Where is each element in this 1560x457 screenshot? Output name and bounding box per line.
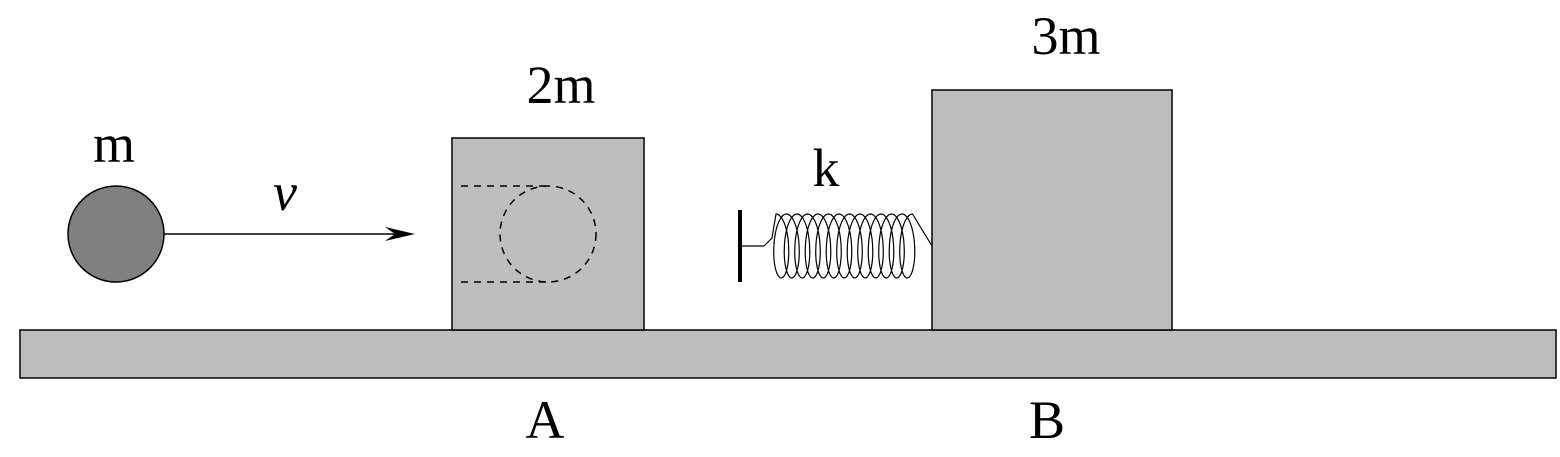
floor-surface [19, 329, 1557, 379]
velocity-label: v [273, 162, 297, 222]
block-b [931, 89, 1173, 331]
ball-mass-label: m [93, 114, 135, 174]
block-a-name-label: A [526, 390, 565, 450]
velocity-arrowhead [385, 227, 415, 241]
spring-constant-label: k [813, 138, 840, 198]
block-a-mass-label: 2m [526, 55, 595, 115]
spring-coil [740, 213, 933, 279]
ball [67, 185, 165, 283]
spring-coil-path [740, 213, 933, 279]
block-a [451, 137, 645, 331]
block-b-name-label: B [1029, 390, 1065, 450]
block-b-mass-label: 3m [1031, 6, 1100, 66]
block-a-cavity [461, 185, 597, 283]
